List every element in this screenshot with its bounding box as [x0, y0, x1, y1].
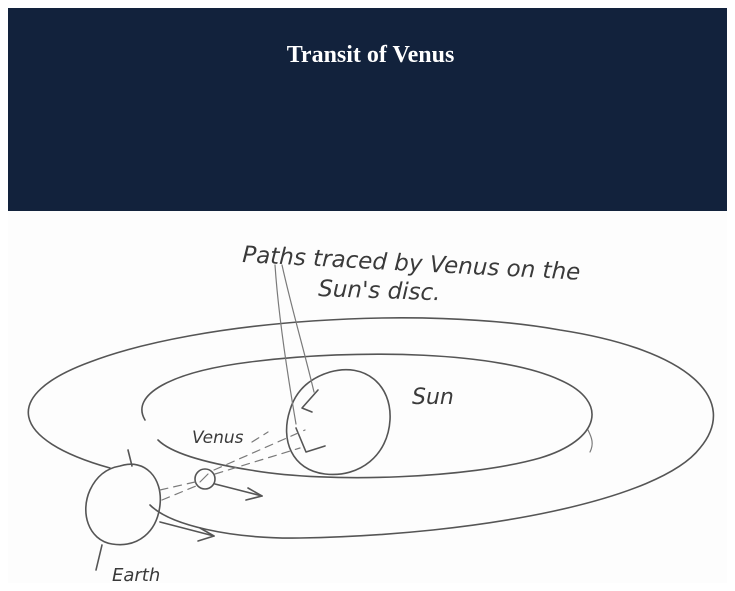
venus-orbit	[142, 354, 592, 477]
earth-orbit	[28, 318, 713, 538]
venus-planet	[195, 469, 215, 489]
venus-motion-arrow	[215, 484, 262, 496]
earth-axis-bottom	[96, 545, 102, 570]
sun-disc	[287, 370, 391, 475]
annotation-text-line2: Sun's disc.	[318, 276, 441, 306]
annotation-pointer-left	[275, 265, 296, 424]
earth-label: Earth	[112, 565, 160, 586]
venus-label: Venus	[192, 428, 244, 448]
transit-path-upper	[302, 390, 318, 412]
orbit-tick	[588, 430, 592, 452]
sun-label: Sun	[412, 385, 454, 410]
earth-planet	[86, 464, 161, 544]
venus-label-pointer	[252, 432, 268, 442]
venus-marking	[200, 474, 208, 482]
annotation-pointer-right	[282, 265, 314, 392]
sight-line-3	[215, 448, 300, 474]
